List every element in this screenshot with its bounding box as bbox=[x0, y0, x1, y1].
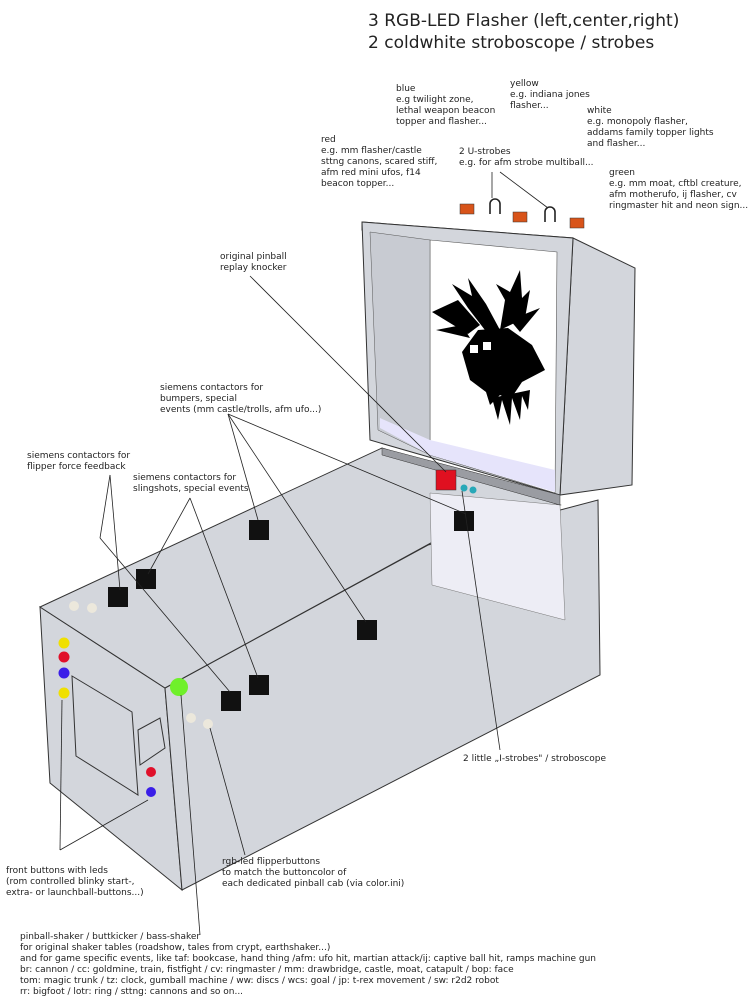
label-green: green e.g. mm moat, cftbl creature, afm … bbox=[609, 168, 749, 211]
label-contactors-flipper: siemens contactors for flipper force fee… bbox=[27, 451, 131, 472]
front-button-blue bbox=[58, 667, 70, 679]
flasher-right bbox=[569, 217, 585, 229]
backbox-inner-left bbox=[369, 231, 431, 456]
leader-lines bbox=[59, 171, 549, 936]
label-front-buttons: front buttons with leds (rom controlled … bbox=[6, 866, 144, 898]
front-button-yellow-1 bbox=[58, 637, 70, 649]
title-line-2: 2 coldwhite stroboscope / strobes bbox=[368, 33, 655, 53]
label-u-strobes: 2 U-strobes e.g. for afm strobe multibal… bbox=[459, 147, 594, 168]
side-dot bbox=[186, 713, 196, 723]
contactor-6 bbox=[221, 691, 241, 711]
front-button-red bbox=[58, 651, 70, 663]
label-yellow: yellow e.g. indiana jones flasher... bbox=[510, 79, 590, 111]
label-shaker: pinball-shaker / buttkicker / bass-shake… bbox=[20, 932, 596, 997]
i-strobe-1 bbox=[460, 484, 468, 492]
label-white: white e.g. monopoly flasher, addams fami… bbox=[587, 106, 714, 149]
label-flipperbuttons: rgb-led flipperbuttons to match the butt… bbox=[222, 857, 405, 889]
playfield-dot bbox=[87, 603, 97, 613]
side-dot bbox=[203, 719, 213, 729]
flipper-button-blue bbox=[146, 787, 156, 797]
coin-door-flap bbox=[137, 717, 166, 766]
label-i-strobes: 2 little „I-strobes" / stroboscope bbox=[463, 754, 607, 764]
contactor-2 bbox=[136, 569, 156, 589]
flipper-button-green bbox=[170, 678, 188, 696]
flipper-button-red bbox=[146, 767, 156, 777]
u-strobe-left bbox=[489, 198, 501, 214]
contactor-5 bbox=[357, 620, 377, 640]
contactor-1 bbox=[108, 587, 128, 607]
contactor-4 bbox=[454, 511, 474, 531]
label-contactors-bumpers: siemens contactors for bumpers, special … bbox=[160, 383, 322, 415]
flasher-center bbox=[512, 211, 528, 223]
label-red: red e.g. mm flasher/castle sttng canons,… bbox=[321, 135, 438, 189]
label-contactors-slingshots: siemens contactors for slingshots, speci… bbox=[133, 473, 249, 494]
front-button-yellow-2 bbox=[58, 687, 70, 699]
label-blue: blue e.g twilight zone, lethal weapon be… bbox=[396, 84, 496, 127]
replay-knocker bbox=[435, 469, 457, 491]
screen-bottom-tint bbox=[380, 418, 555, 492]
backbox-base-strip bbox=[381, 447, 561, 506]
u-strobe-right bbox=[544, 206, 556, 222]
coin-door bbox=[71, 675, 139, 796]
contactor-3 bbox=[249, 520, 269, 540]
playfield-dot bbox=[69, 601, 79, 611]
stag-head-logo bbox=[432, 270, 545, 425]
title-line-1: 3 RGB-LED Flasher (left,center,right) bbox=[368, 11, 680, 31]
flasher-left bbox=[459, 203, 475, 215]
i-strobe-2 bbox=[469, 486, 477, 494]
label-knocker: original pinball replay knocker bbox=[220, 252, 287, 273]
contactor-7 bbox=[249, 675, 269, 695]
